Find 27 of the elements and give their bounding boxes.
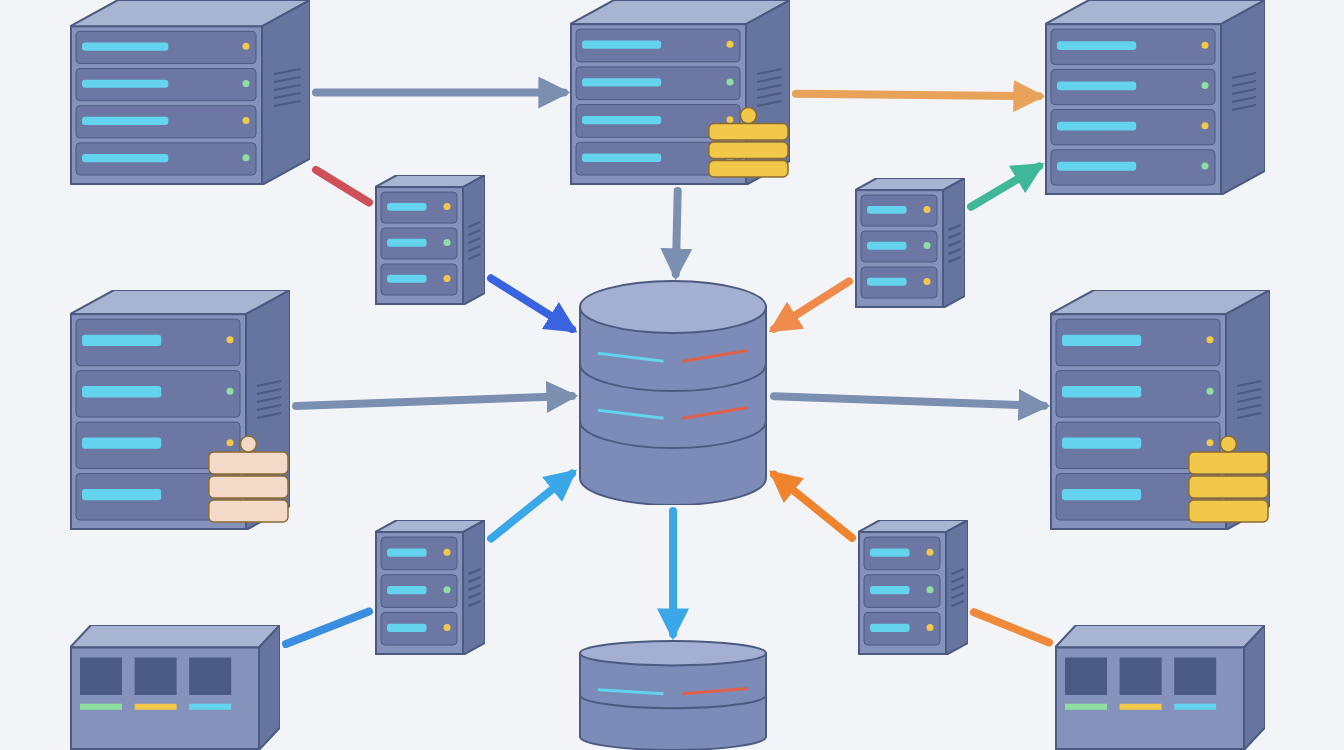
server-rack-drawing	[1055, 625, 1265, 750]
server-drawing	[1050, 290, 1270, 530]
connector-line	[312, 165, 373, 207]
arrow	[770, 388, 1051, 421]
arrow	[792, 80, 1046, 112]
arrow	[312, 76, 571, 109]
arrow	[487, 274, 578, 334]
connector-line	[282, 607, 373, 648]
server-drawing	[855, 178, 965, 308]
arrow	[769, 470, 856, 542]
database-drawing	[578, 640, 768, 750]
arrow	[768, 277, 853, 333]
server-drawing	[1045, 0, 1265, 195]
server-drawing	[70, 0, 310, 185]
arrow	[660, 187, 693, 281]
server-drawing	[375, 520, 485, 655]
database-drawing	[578, 280, 768, 505]
connector-line	[970, 608, 1053, 647]
server-drawing	[375, 175, 485, 305]
arrow	[657, 507, 689, 641]
arrow	[487, 469, 577, 543]
server-rack-drawing	[70, 625, 280, 750]
server-drawing	[858, 520, 968, 655]
server-drawing	[70, 290, 290, 530]
server-drawing	[570, 0, 790, 185]
arrow	[292, 381, 579, 413]
arrow	[967, 162, 1045, 211]
